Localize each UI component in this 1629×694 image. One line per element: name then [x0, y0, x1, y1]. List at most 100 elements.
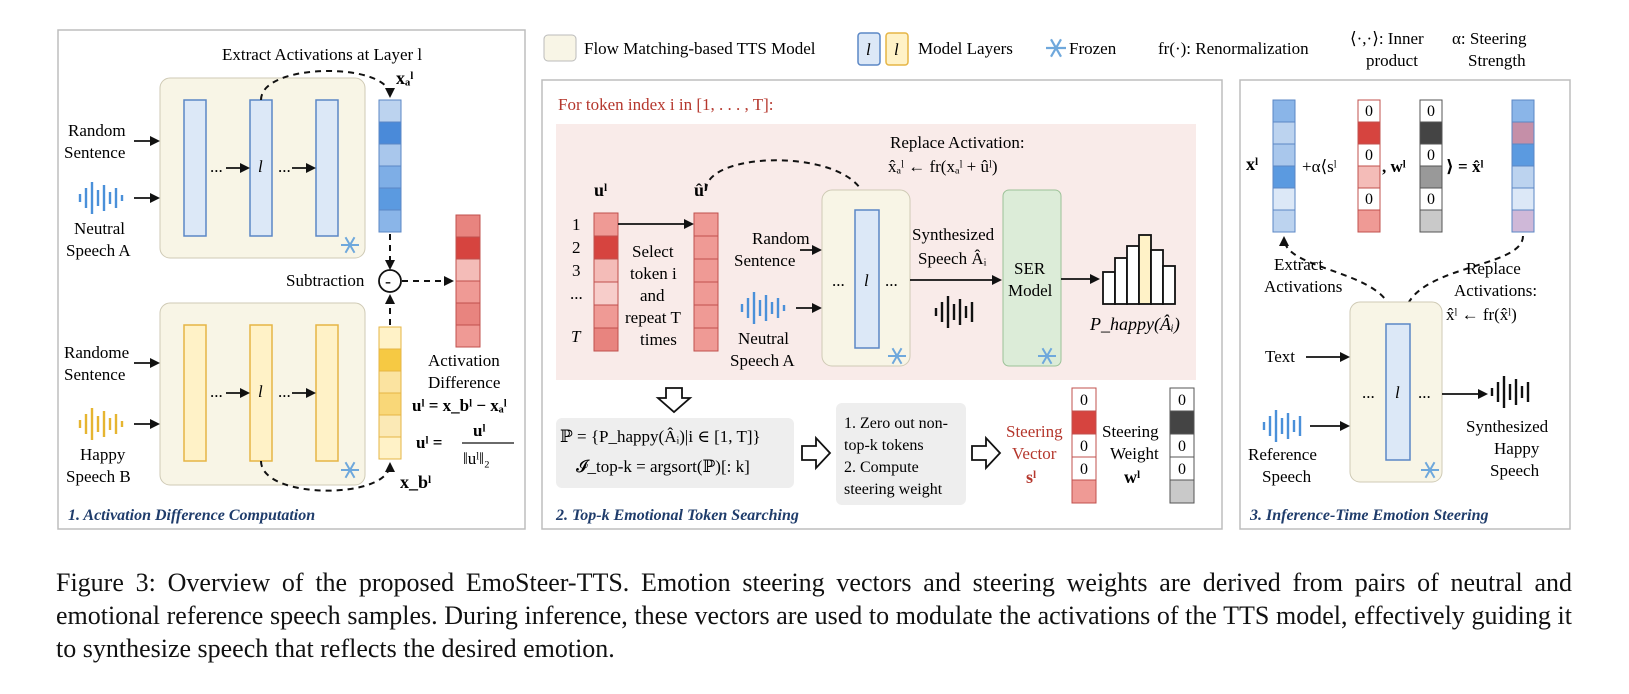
snowflake-icon	[1421, 461, 1439, 479]
equation-normalize-den: ‖uˡ‖₂	[463, 449, 490, 468]
output-synth: Happy	[1494, 439, 1540, 458]
layer-l-label: l	[258, 382, 263, 401]
layer-n	[315, 324, 339, 462]
select-line: times	[640, 330, 677, 349]
legend-inner-1: ⟨·,·⟩: Inner	[1350, 29, 1424, 48]
select-line: and	[640, 286, 665, 305]
minus-sign: -	[385, 271, 391, 291]
activation-difference-label: Difference	[428, 373, 500, 392]
vector-xl	[1272, 99, 1296, 233]
vector-weight: 0 0 0	[1419, 99, 1443, 233]
snowflake-icon	[341, 236, 359, 254]
snowflake-icon	[341, 461, 359, 479]
select-line: Select	[632, 242, 674, 261]
set-equation: ℙ = {P_happy(Âᵢ)|i ∈ [1, T]}	[560, 427, 761, 446]
extract-arc	[260, 70, 395, 101]
input-neutral-speech: Neutral	[74, 219, 125, 238]
layer-l-label: l	[1395, 383, 1400, 402]
input-neutral-speech: Neutral	[738, 329, 789, 348]
token-label: 1	[572, 215, 581, 234]
snowflake-icon	[1038, 347, 1056, 365]
steering-vector-label: Steering	[1006, 422, 1063, 441]
figure-caption: Figure 3: Overview of the proposed EmoSt…	[56, 568, 1572, 663]
waveform-icon	[934, 296, 974, 328]
input-reference-speech: Reference	[1248, 445, 1317, 464]
xb-label: x_bˡ	[400, 472, 431, 492]
panel-topk-token-searching: For token index i in [1, . . . , T]: Rep…	[541, 79, 1223, 530]
right-arrow	[971, 435, 1002, 471]
legend-inner-2: product	[1366, 51, 1418, 70]
equation-normalize-num: uˡ	[473, 421, 485, 440]
vector-activation-difference	[455, 214, 481, 348]
legend-tts-label: Flow Matching-based TTS Model	[584, 39, 816, 58]
step-1: 1. Zero out non-	[844, 415, 948, 432]
legend-alpha-1: α: Steering	[1452, 29, 1527, 48]
steering-vector-label: Vector	[1012, 444, 1057, 463]
step-2: steering weight	[844, 481, 943, 498]
zero-entry: 0	[1365, 191, 1373, 208]
vector-uhat	[693, 212, 719, 352]
replace-activation-1: Replace Activation:	[890, 133, 1025, 152]
vector-weight: 0 0 0	[1169, 387, 1195, 504]
waveform-icon	[1262, 410, 1302, 442]
snowflake-icon	[1046, 38, 1066, 58]
legend-yellow-layer	[885, 32, 909, 66]
layer-dots: ...	[278, 382, 291, 401]
activation-difference-label: Activation	[428, 351, 500, 370]
layer-dots: ...	[885, 271, 898, 290]
vector-steering: 0 0 0	[1071, 387, 1097, 504]
panel-activation-difference: Extract Activations at Layer l ... l ...…	[57, 29, 526, 530]
legend-blue-layer	[857, 32, 881, 66]
token-label: ...	[570, 284, 583, 303]
legend-yellow-layer-l: l	[894, 40, 899, 59]
legend-tts-swatch	[543, 34, 577, 62]
legend-alpha-2: Strength	[1468, 51, 1526, 70]
select-line: token i	[630, 264, 677, 283]
extract-arc	[260, 460, 395, 492]
zero-entry: 0	[1080, 392, 1088, 409]
plus-alpha: +α⟨sˡ	[1302, 157, 1337, 176]
panel2-frame	[541, 79, 1223, 530]
select-line: repeat T	[625, 308, 681, 327]
input-happy-speech: Speech B	[66, 467, 131, 486]
waveform-icon	[78, 408, 124, 440]
layer-n	[315, 99, 339, 237]
output-synth: Speech	[1490, 461, 1540, 480]
replace-activation-2: x̂ₐˡ ← fr(xₐˡ + ûˡ)	[888, 157, 998, 176]
input-reference-speech: Speech	[1262, 467, 1312, 486]
legend: Flow Matching-based TTS Model l l Model …	[543, 29, 1527, 70]
zero-entry: 0	[1080, 461, 1088, 478]
steps-box	[836, 403, 966, 505]
panel1-label: 1. Activation Difference Computation	[68, 507, 315, 524]
step-2: 2. Compute	[844, 459, 919, 476]
panel1-extract-title: Extract Activations at Layer l	[222, 45, 422, 64]
layer-l-label: l	[864, 271, 869, 290]
waveform-icon	[78, 182, 124, 214]
input-random-sentence: Sentence	[734, 251, 795, 270]
layer-dots: ...	[278, 157, 291, 176]
legend-renorm: fr(·): Renormalization	[1158, 39, 1309, 58]
layer-dots: ...	[1418, 383, 1431, 402]
synthesized-speech: Synthesized	[912, 225, 995, 244]
panel2-label: 2. Top-k Emotional Token Searching	[555, 507, 799, 524]
select-token-text: Select token i and repeat T times	[625, 242, 681, 349]
input-randome-sentence: Randome	[64, 343, 129, 362]
topk-equation-box	[556, 418, 794, 488]
input-text: Text	[1265, 347, 1295, 366]
synthesized-speech: Speech Âᵢ	[918, 249, 987, 268]
replace-label: Activations:	[1454, 281, 1537, 300]
steering-weight-label: Weight	[1110, 444, 1159, 463]
subtraction-label: Subtraction	[286, 271, 365, 290]
u-label: uˡ	[594, 180, 607, 200]
xl-label: xˡ	[1246, 154, 1258, 174]
subtraction-node	[378, 269, 402, 293]
layer-dots: ...	[1362, 383, 1375, 402]
input-happy-speech: Happy	[80, 445, 126, 464]
panel2-header: For token index i in [1, . . . , T]:	[558, 95, 773, 114]
vector-u	[593, 212, 619, 352]
panel3-label: 3. Inference-Time Emotion Steering	[1249, 507, 1489, 524]
extract-label: Extract	[1274, 255, 1323, 274]
zero-entry: 0	[1365, 147, 1373, 164]
layer-1	[183, 99, 207, 237]
panel-inference-steering: xˡ +α⟨sˡ 0 0 0 , wˡ	[1239, 79, 1571, 530]
